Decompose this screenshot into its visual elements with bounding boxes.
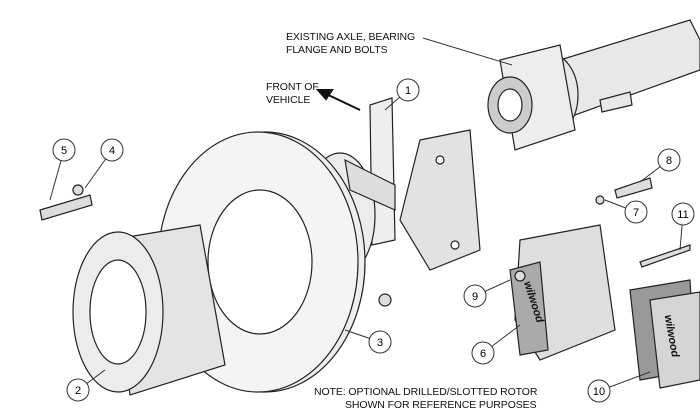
- callout-circle: [657, 148, 681, 172]
- callout-11: 11: [671, 202, 695, 251]
- callout-number: 7: [633, 207, 639, 219]
- callout-circle: [368, 330, 392, 354]
- callout-circle: [66, 378, 90, 402]
- note-line2: SHOWN FOR REFERENCE PURPOSES: [345, 399, 537, 411]
- callout-number: 2: [75, 385, 81, 397]
- brake-pads: [629, 279, 700, 389]
- axle-leader-line: [422, 37, 513, 66]
- callout-number: 11: [677, 209, 688, 221]
- callout-circle: [587, 379, 611, 403]
- callout-number: 8: [666, 155, 672, 167]
- callout-circle: [624, 200, 648, 224]
- callout-circle: [100, 138, 124, 162]
- callout-5: 5: [49, 138, 76, 201]
- callout-7: 7: [604, 199, 648, 224]
- front-label-line1: FRONT OF: [266, 81, 319, 93]
- front-label-line2: VEHICLE: [266, 94, 311, 106]
- front-arrow-icon: [315, 89, 361, 111]
- callout-number: 4: [109, 145, 115, 157]
- callouts: 1 2 3 4 5 6 7 8 9 10 11: [49, 78, 695, 403]
- callout-number: 1: [405, 85, 411, 97]
- callout-number: 10: [593, 386, 605, 398]
- callout-circle: [463, 284, 487, 308]
- callout-4: 4: [84, 138, 124, 189]
- callout-number: 5: [61, 145, 67, 157]
- callout-2: 2: [66, 369, 106, 402]
- caliper: [509, 224, 616, 361]
- callout-circle: [396, 78, 420, 102]
- bolts: [39, 177, 691, 307]
- callout-number: 9: [472, 291, 478, 303]
- callout-circle: [52, 138, 76, 162]
- callout-1: 1: [384, 78, 420, 111]
- existing-axle: [487, 19, 700, 151]
- callout-9: 9: [463, 279, 511, 308]
- callout-circle: [471, 341, 495, 365]
- callout-3: 3: [344, 329, 392, 354]
- caliper-bracket: [369, 97, 481, 271]
- rotor-hat: [72, 224, 226, 396]
- note-line1: NOTE: OPTIONAL DRILLED/SLOTTED ROTOR: [314, 386, 538, 398]
- callout-6: 6: [471, 324, 521, 365]
- callout-circle: [671, 202, 695, 226]
- callout-number: 6: [480, 348, 486, 360]
- callout-number: 3: [377, 337, 383, 349]
- callout-10: 10: [587, 371, 651, 403]
- callout-8: 8: [639, 148, 681, 183]
- axle-label-line1: EXISTING AXLE, BEARING: [286, 31, 416, 43]
- axle-label-line2: FLANGE AND BOLTS: [286, 44, 388, 56]
